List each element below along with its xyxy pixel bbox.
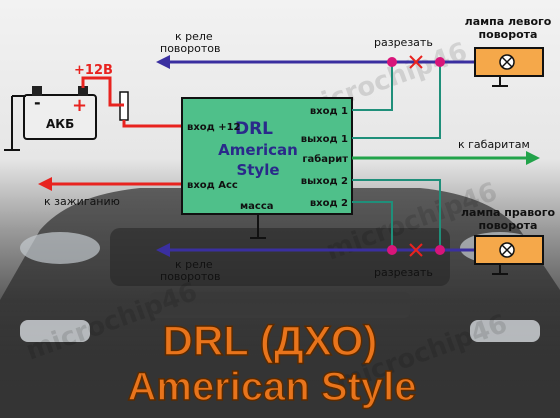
wire-out1 bbox=[352, 62, 441, 139]
ignition-arrow-icon bbox=[38, 177, 52, 191]
pin-out2-label: выход 2 bbox=[301, 176, 348, 187]
battery-label: АКБ bbox=[46, 117, 74, 131]
title-line2: American Style bbox=[127, 365, 416, 409]
module-title-line3: Style bbox=[236, 161, 279, 179]
battery-minus: - bbox=[34, 93, 41, 112]
relay-top-label-1: к реле bbox=[175, 30, 213, 43]
module-title-line2: American bbox=[218, 141, 298, 159]
parking-label: к габаритам bbox=[458, 138, 530, 151]
cut-mark-top-icon bbox=[409, 55, 423, 69]
relay-arrow-top-icon bbox=[156, 55, 170, 69]
lamp-left-label-1: лампа левого bbox=[465, 15, 552, 28]
pin-plus12-label: вход +12 bbox=[187, 122, 241, 133]
battery-plus: + bbox=[72, 95, 87, 116]
pin-ground-label: масса bbox=[240, 201, 274, 212]
pin-in1-label: вход 1 bbox=[310, 106, 348, 117]
wire-in2 bbox=[352, 201, 393, 250]
parking-arrow-icon bbox=[526, 151, 540, 165]
relay-arrow-bottom-icon bbox=[156, 243, 170, 257]
module-ground-wire bbox=[250, 214, 266, 239]
lamp-left-label-2: поворота bbox=[479, 28, 538, 41]
title-line1: DRL (ДХО) bbox=[163, 317, 378, 364]
pin-acc-label: вход Асс bbox=[187, 180, 238, 191]
lamp-left: лампа левого поворота bbox=[465, 15, 552, 87]
wire-out2 bbox=[352, 179, 441, 250]
module-title-line1: DRL bbox=[235, 119, 273, 139]
ignition-label: к зажиганию bbox=[44, 195, 120, 208]
battery: - + АКБ bbox=[23, 86, 97, 140]
junction-dot bbox=[387, 245, 397, 255]
lamp-right: лампа правого поворота bbox=[461, 206, 555, 275]
wire-in1 bbox=[352, 62, 393, 111]
junction-dot bbox=[387, 57, 397, 67]
lamp-right-label-1: лампа правого bbox=[461, 206, 555, 219]
pin-gabarit-label: габарит bbox=[302, 153, 348, 165]
relay-bottom-label-1: к реле bbox=[175, 258, 213, 271]
relay-bottom-label-2: поворотов bbox=[160, 270, 220, 283]
diagram-title: DRL (ДХО) American Style bbox=[127, 316, 418, 410]
drl-module: DRL American Style вход +12 вход Асс мас… bbox=[181, 97, 353, 215]
voltage-label: +12В bbox=[74, 63, 113, 78]
junction-dot bbox=[435, 57, 445, 67]
pin-out1-label: выход 1 bbox=[301, 134, 348, 145]
cut-top-label: разрезать bbox=[374, 36, 433, 49]
lamp-right-label-2: поворота bbox=[479, 219, 538, 232]
cut-mark-bottom-icon bbox=[409, 243, 423, 257]
plus12-wire bbox=[81, 76, 112, 92]
relay-top-label-2: поворотов bbox=[160, 42, 220, 55]
cut-bottom-label: разрезать bbox=[374, 266, 433, 279]
pin-in2-label: вход 2 bbox=[310, 198, 348, 209]
ground-wire-battery bbox=[4, 96, 20, 151]
junction-dot bbox=[435, 245, 445, 255]
